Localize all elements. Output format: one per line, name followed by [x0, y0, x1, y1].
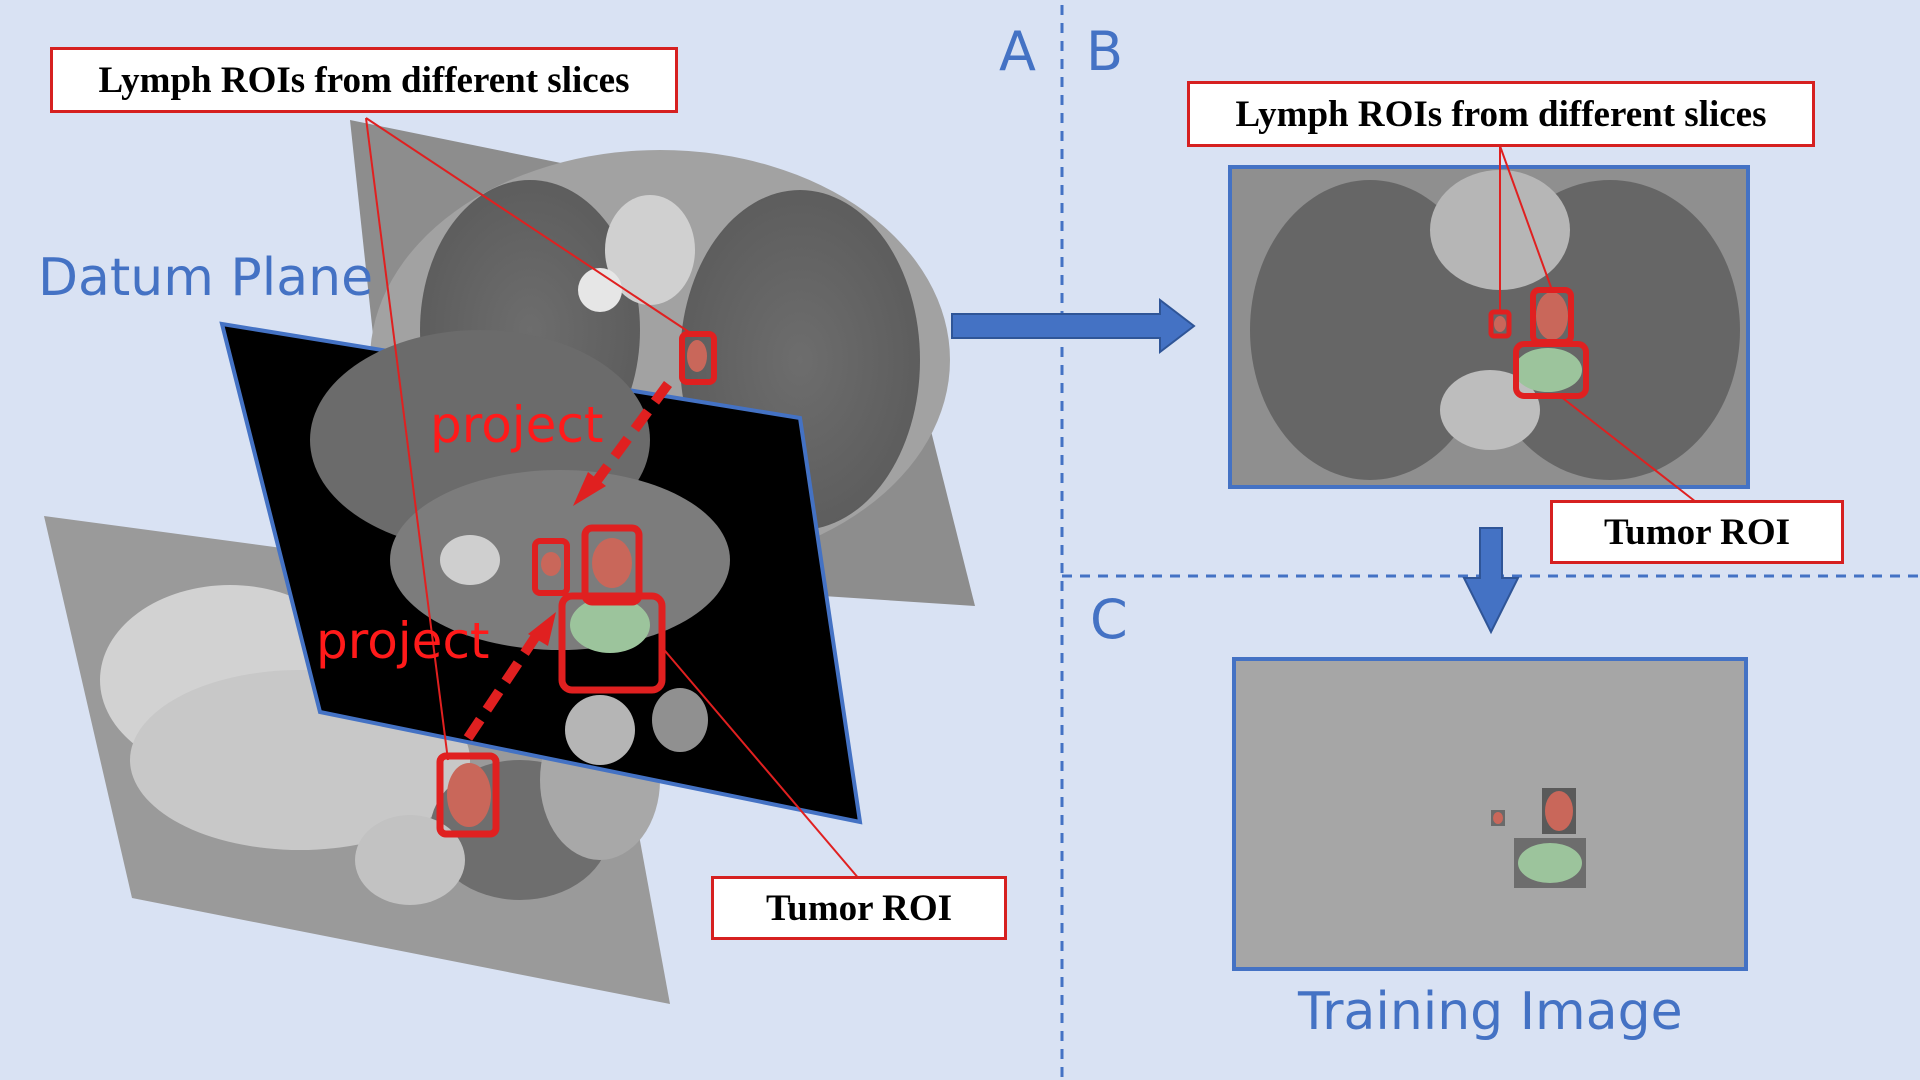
- project-arrow-bottom: [463, 627, 545, 741]
- panel-label-b: B: [1086, 20, 1124, 83]
- ct-slice-datum-plane: [219, 321, 863, 825]
- project-label-top: project: [430, 396, 604, 454]
- lymph-roi-datum-small-box: [532, 538, 570, 596]
- callout-lymph-rois-a: Lymph ROIs from different slices: [50, 47, 678, 113]
- project-arrowhead-top: [573, 472, 606, 506]
- project-label-bottom: project: [316, 612, 490, 670]
- training-image-label: Training Image: [1298, 982, 1683, 1042]
- leader-lymph-b-2: [1499, 145, 1553, 291]
- panel-label-c: C: [1090, 588, 1128, 651]
- tumor-roi-b-box: [1513, 341, 1589, 399]
- lymph-roi-upper-fill: [687, 340, 707, 372]
- callout-tumor-roi-b: Tumor ROI: [1550, 500, 1844, 564]
- leader-tumor-a: [659, 644, 861, 881]
- tumor-roi-datum-box: [558, 592, 666, 694]
- callout-tumor-roi-a: Tumor ROI: [711, 876, 1007, 940]
- leader-tumor-b: [1559, 395, 1697, 503]
- arrow-a-to-b: [951, 297, 1196, 355]
- lymph-roi-datum-large-box: [581, 524, 643, 606]
- datum-plane-label: Datum Plane: [38, 248, 374, 308]
- project-arrowhead-bottom: [528, 612, 556, 646]
- callout-lymph-rois-b: Lymph ROIs from different slices: [1187, 81, 1815, 147]
- training-image-canvas: [1232, 657, 1748, 971]
- arrow-b-to-c: [1462, 527, 1520, 635]
- lymph-roi-upper-box: [679, 331, 717, 385]
- lymph-roi-lower-box: [436, 752, 500, 838]
- leader-lymph-a-1: [365, 117, 696, 337]
- leader-lymph-a-2: [365, 117, 449, 761]
- panel-label-a: A: [999, 20, 1036, 83]
- ct-image-b: [1228, 165, 1750, 489]
- project-arrow-top: [585, 381, 673, 493]
- lymph-roi-lower-fill: [447, 763, 491, 827]
